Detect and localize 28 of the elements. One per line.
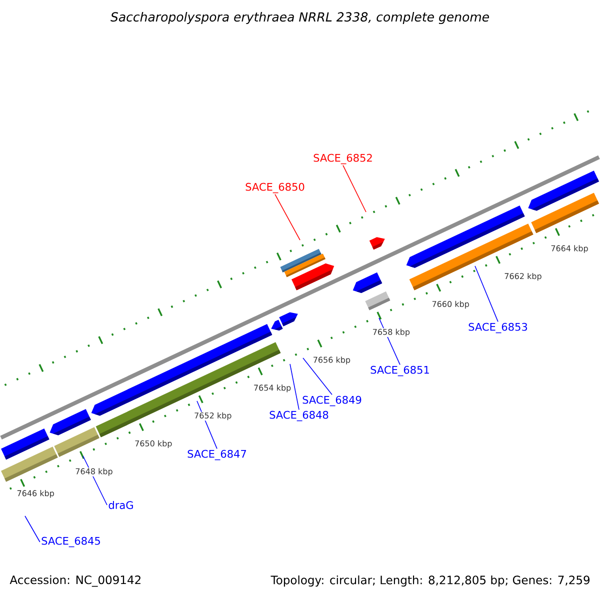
gene-label: draG bbox=[108, 500, 133, 510]
tick-label: 7662 kbp bbox=[504, 272, 542, 282]
gene-label: SACE_6845 bbox=[42, 536, 100, 548]
gene-label: SACE_6852 bbox=[314, 154, 372, 164]
leader-line bbox=[474, 266, 498, 322]
gene-label: SACE_6848 bbox=[270, 410, 328, 422]
tick-label: 7664 kbp bbox=[550, 244, 589, 254]
tick-label: 7656 kbp bbox=[312, 356, 352, 365]
gene-label: SACE_6850 bbox=[246, 182, 304, 194]
leader-line bbox=[290, 364, 300, 410]
tick-label: 7658 kbp bbox=[372, 328, 411, 337]
tick-label: 7660 kbp bbox=[431, 300, 470, 310]
tick-label: 7652 kbp bbox=[194, 412, 232, 421]
accession-text: Accession: NC_009142 bbox=[10, 575, 140, 587]
leader-line bbox=[274, 194, 300, 240]
tick-label: 7654 kbp bbox=[252, 384, 292, 393]
title: Saccharopolyspora erythraea NRRL 2338, complete genome bbox=[110, 12, 489, 24]
gene-label: SACE_6849 bbox=[302, 396, 362, 406]
tick-label: 7646 kbp bbox=[16, 490, 55, 498]
gene-label: SACE_6851 bbox=[370, 366, 429, 376]
leader-line bbox=[302, 358, 332, 396]
tick-label: 7650 kbp bbox=[134, 440, 173, 448]
leader-line bbox=[342, 164, 366, 212]
tick-label: 7648 kbp bbox=[74, 468, 114, 476]
leader-line bbox=[24, 516, 40, 542]
gene-label: SACE_6853 bbox=[468, 322, 528, 334]
gene-label: SACE_6847 bbox=[188, 450, 246, 460]
summary-text: Topology: circular; Length: 8,212,805 bp; Genes: 7,259 bbox=[270, 575, 590, 587]
